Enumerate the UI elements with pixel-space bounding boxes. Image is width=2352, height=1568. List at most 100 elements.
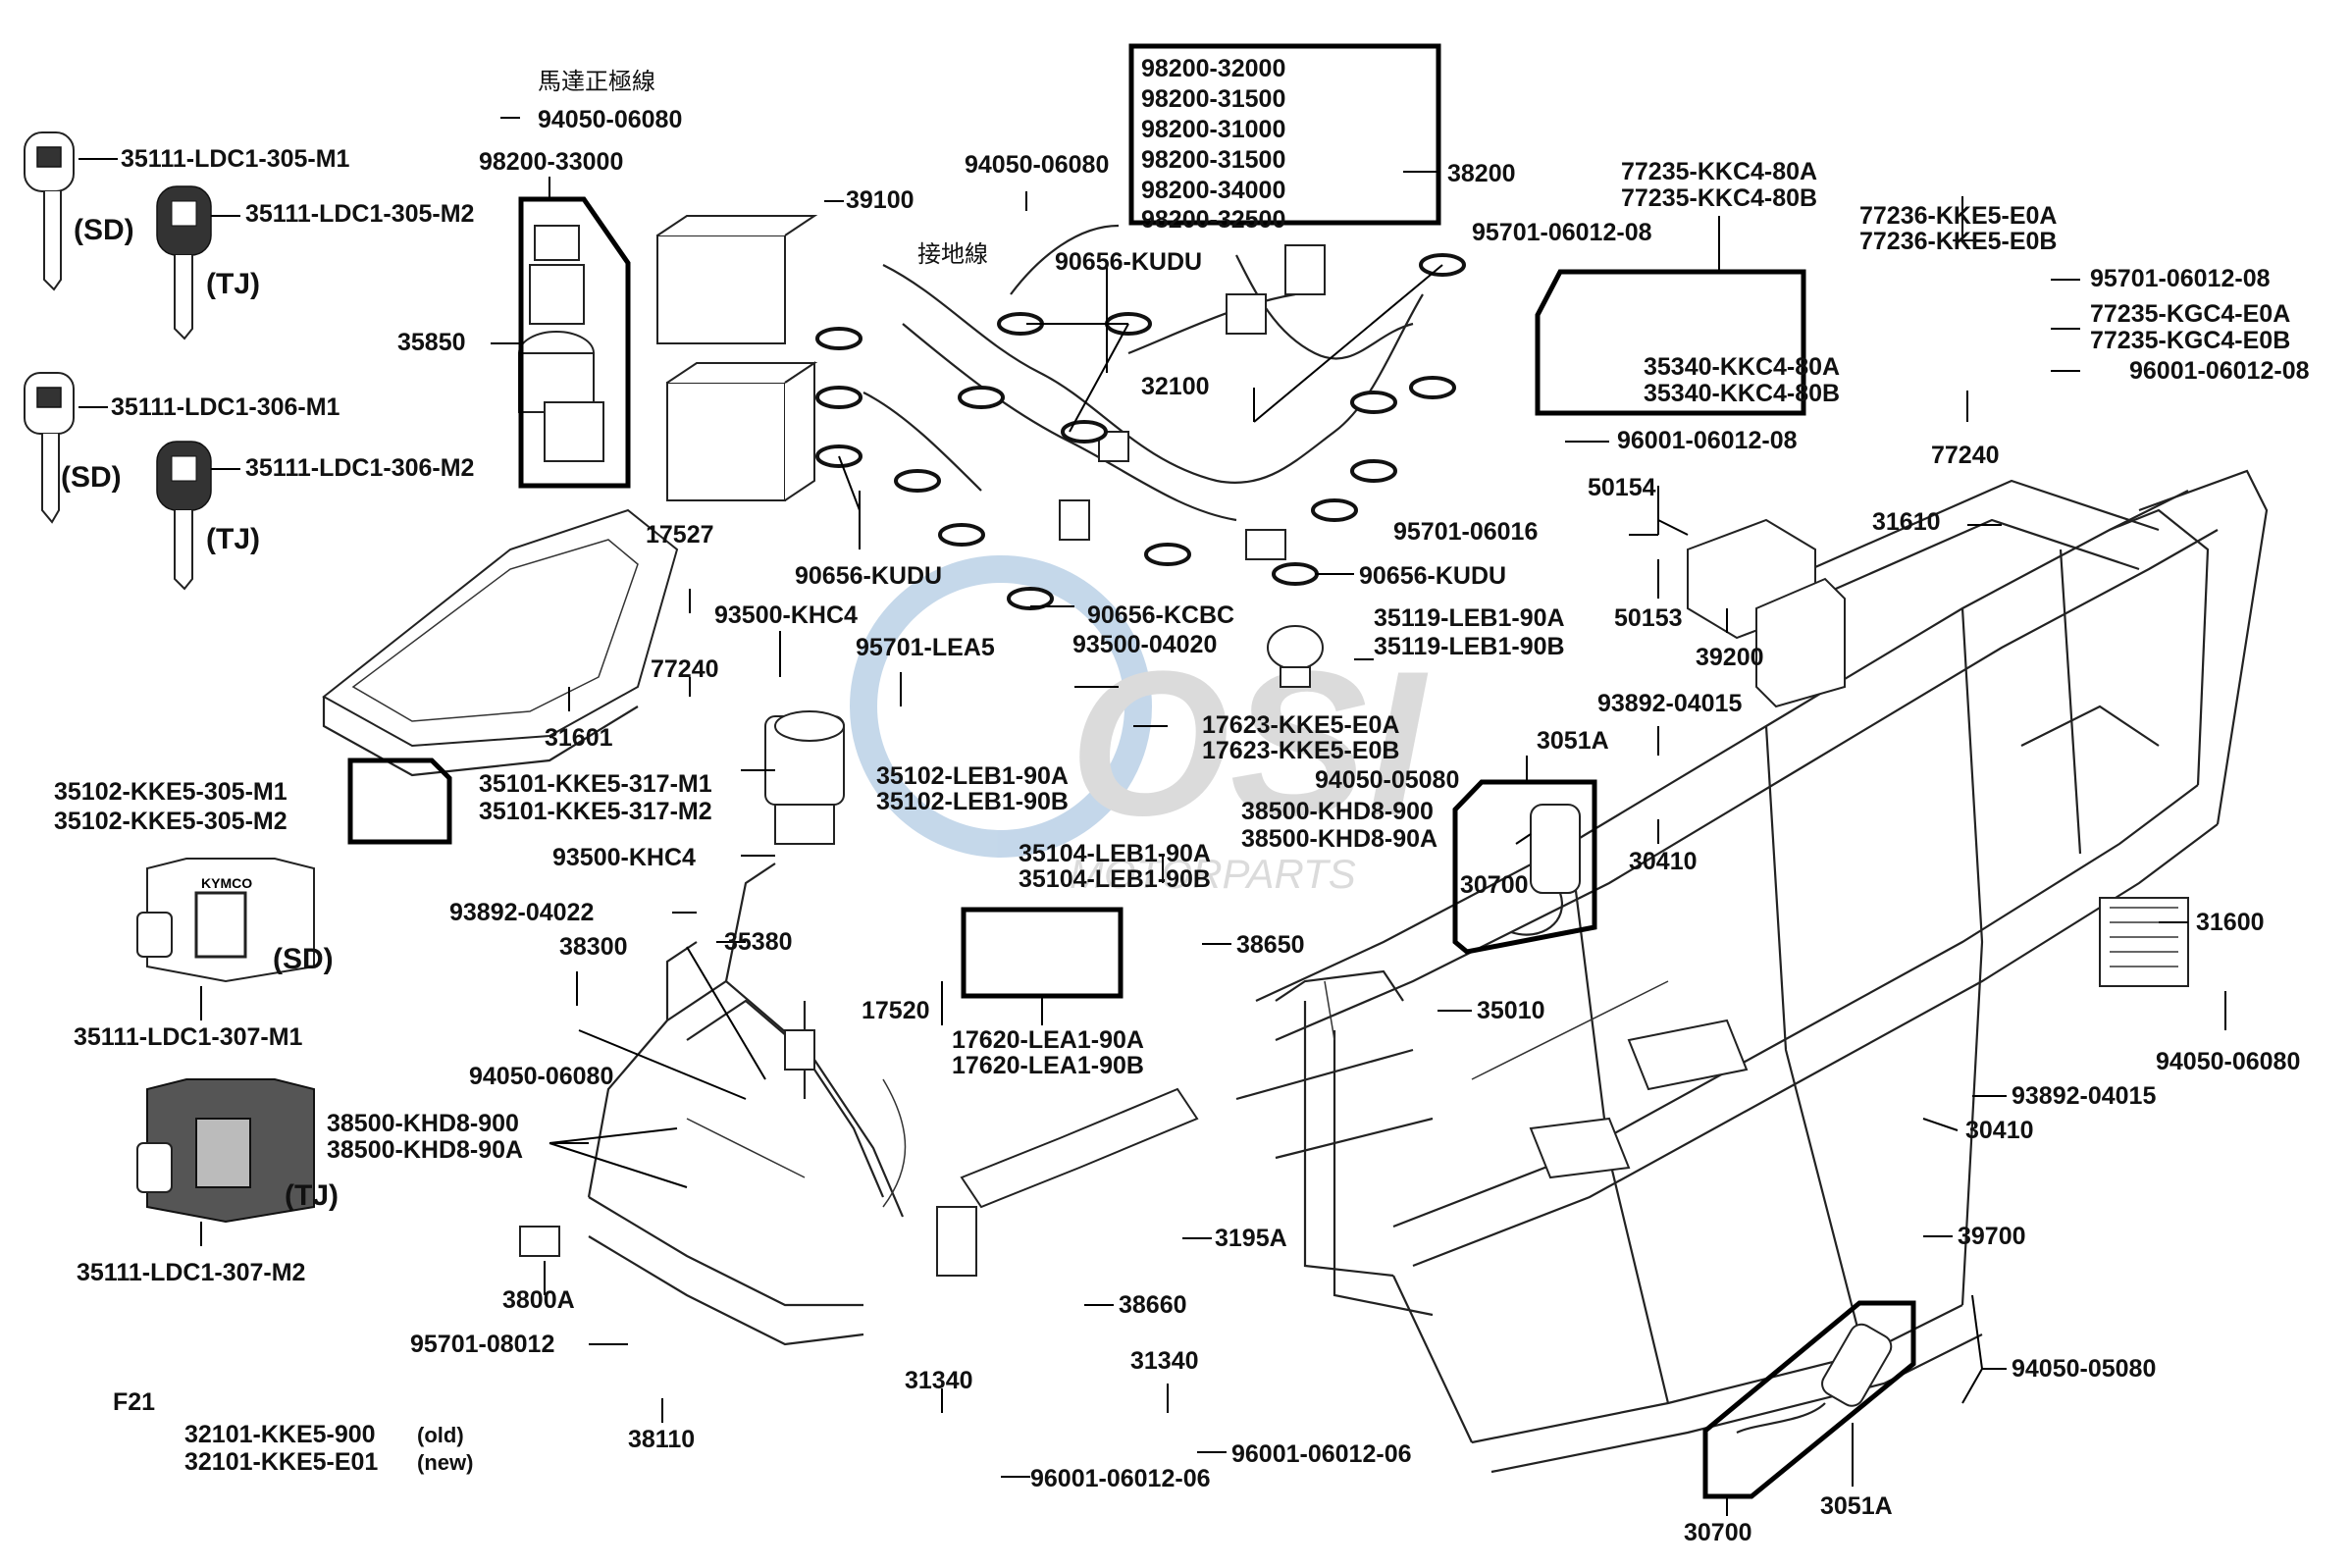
label-tj-2: (TJ) bbox=[206, 523, 260, 555]
front-frame-drawing bbox=[519, 862, 907, 1346]
label-38660: 38660 bbox=[1119, 1291, 1187, 1319]
label-35340-kkc4-80b: 35340-KKC4-80B bbox=[1644, 380, 1841, 407]
key-306-m2-drawing bbox=[156, 441, 212, 591]
label-38110: 38110 bbox=[628, 1426, 696, 1453]
label-90656-kudu-left: 90656-KUDU bbox=[795, 562, 943, 590]
regulator-drawing bbox=[2099, 897, 2189, 987]
label-38500-khd8-900-b: 38500-KHD8-900 bbox=[327, 1110, 519, 1137]
cross-member-drawing bbox=[936, 1087, 1199, 1277]
label-96001-06012-08a: 96001-06012-08 bbox=[2129, 357, 2310, 385]
ignition-coil-bottom-drawing bbox=[1736, 1323, 1893, 1434]
svg-text:OSI: OSI bbox=[1070, 628, 1428, 859]
label-35102-leb1-b: 35102-LEB1-90B bbox=[876, 788, 1069, 815]
label-motor-positive-wire: 馬達正極線 bbox=[538, 69, 655, 95]
label-38200: 38200 bbox=[1447, 160, 1516, 187]
ignition-switch-drawing bbox=[764, 710, 845, 845]
label-35119-a: 35119-LEB1-90A bbox=[1374, 604, 1565, 632]
label-35102-kke5-m2: 35102-KKE5-305-M2 bbox=[54, 808, 287, 835]
label-31610: 31610 bbox=[1872, 508, 1941, 536]
label-93892-04015-a: 93892-04015 bbox=[1597, 690, 1743, 717]
label-32100: 32100 bbox=[1141, 373, 1210, 400]
label-93500-khc4-b: 93500-KHC4 bbox=[552, 844, 696, 871]
label-77240-left: 77240 bbox=[651, 655, 719, 683]
label-39700: 39700 bbox=[1958, 1223, 2026, 1250]
watermark-logo: OSI MOTORPARTS bbox=[850, 555, 1428, 897]
coil-top-box bbox=[1452, 779, 1597, 955]
label-94050-06080-mid: 94050-06080 bbox=[965, 151, 1110, 179]
label-77236-kke5-e0b: 77236-KKE5-E0B bbox=[1859, 228, 2058, 255]
label-3051a-top: 3051A bbox=[1537, 727, 1609, 755]
switch-35102-box bbox=[347, 758, 452, 845]
label-90656-kudu-right: 90656-KUDU bbox=[1359, 562, 1507, 590]
label-35102-kke5-m1: 35102-KKE5-305-M1 bbox=[54, 778, 287, 806]
ignition-coil-top-drawing bbox=[1510, 804, 1581, 936]
label-35850: 35850 bbox=[397, 329, 466, 356]
label-94050-06080-right: 94050-06080 bbox=[2156, 1048, 2301, 1075]
label-95701-lea5: 95701-LEA5 bbox=[856, 634, 995, 661]
label-35102-leb1-a: 35102-LEB1-90A bbox=[876, 762, 1069, 790]
label-77240-right: 77240 bbox=[1931, 442, 2000, 469]
label-31601: 31601 bbox=[545, 724, 613, 752]
label-77235-kkc4-80b: 77235-KKC4-80B bbox=[1621, 184, 1818, 212]
label-39100: 39100 bbox=[846, 186, 915, 214]
label-39200: 39200 bbox=[1696, 644, 1764, 671]
label-30700-bottom: 30700 bbox=[1684, 1519, 1752, 1546]
label-f21: F21 bbox=[113, 1388, 156, 1416]
label-17623-a: 17623-KKE5-E0A bbox=[1202, 711, 1400, 739]
label-35104-b: 35104-LEB1-90B bbox=[1019, 865, 1211, 893]
label-95701-06012-08a: 95701-06012-08 bbox=[1472, 219, 1652, 246]
label-key-307-m2: 35111-LDC1-307-M2 bbox=[77, 1259, 306, 1286]
label-17527: 17527 bbox=[646, 521, 714, 549]
label-35380: 35380 bbox=[724, 928, 793, 956]
label-95701-08012: 95701-08012 bbox=[410, 1331, 555, 1358]
luggage-box-drawing bbox=[322, 508, 679, 777]
label-sd-3: (SD) bbox=[273, 943, 334, 975]
label-93500-04020: 93500-04020 bbox=[1072, 631, 1218, 658]
label-key-306-m2: 35111-LDC1-306-M2 bbox=[245, 454, 475, 482]
label-31340-a: 31340 bbox=[905, 1367, 973, 1394]
label-94050-06080-top: 94050-06080 bbox=[538, 106, 683, 133]
label-key-305-m2: 35111-LDC1-305-M2 bbox=[245, 200, 475, 228]
fuse-group-box bbox=[1128, 43, 1441, 226]
label-fuse-98200-34000: 98200-34000 bbox=[1141, 177, 1286, 204]
label-31340-b: 31340 bbox=[1130, 1347, 1199, 1375]
main-frame-drawing bbox=[1235, 469, 2269, 1474]
label-ground-wire: 接地線 bbox=[917, 241, 988, 268]
label-35101-m1: 35101-KKE5-317-M1 bbox=[479, 770, 712, 798]
label-35010: 35010 bbox=[1477, 997, 1545, 1024]
leader-lines bbox=[78, 117, 2226, 1516]
label-94050-05080-a: 94050-05080 bbox=[1315, 766, 1460, 794]
label-50154: 50154 bbox=[1588, 474, 1656, 501]
label-94050-05080-b: 94050-05080 bbox=[2012, 1355, 2157, 1383]
label-77236-kke5-e0a: 77236-KKE5-E0A bbox=[1859, 202, 2058, 230]
side-stand-switch-box bbox=[1535, 269, 1806, 416]
label-35119-b: 35119-LEB1-90B bbox=[1374, 633, 1565, 660]
label-77235-kgc4-e0a: 77235-KGC4-E0A bbox=[2090, 300, 2291, 328]
harness-clamp-rings bbox=[815, 253, 1466, 610]
label-38650: 38650 bbox=[1236, 931, 1305, 959]
label-32101-kke5-e01: 32101-KKE5-E01 bbox=[184, 1448, 379, 1476]
relay-group-box bbox=[518, 196, 631, 489]
label-30410-a: 30410 bbox=[1629, 848, 1698, 875]
label-35104-a: 35104-LEB1-90A bbox=[1019, 840, 1211, 867]
label-94050-06080-left: 94050-06080 bbox=[469, 1063, 614, 1090]
label-tj-3: (TJ) bbox=[285, 1179, 339, 1212]
label-fuse-98200-31500b: 98200-31500 bbox=[1141, 146, 1286, 174]
label-key-305-m1: 35111-LDC1-305-M1 bbox=[121, 145, 350, 173]
label-sd-2: (SD) bbox=[61, 461, 122, 494]
label-77235-kgc4-e0b: 77235-KGC4-E0B bbox=[2090, 327, 2291, 354]
label-3195a: 3195A bbox=[1215, 1225, 1287, 1252]
watermark-text: MOTORPARTS bbox=[1070, 851, 1356, 897]
label-96001-06012-06a: 96001-06012-06 bbox=[1030, 1465, 1211, 1492]
label-93500-khc4-a: 93500-KHC4 bbox=[714, 601, 858, 629]
label-50153: 50153 bbox=[1614, 604, 1683, 632]
label-38500-khd8-90a-b: 38500-KHD8-90A bbox=[327, 1136, 524, 1164]
label-3051a-bottom: 3051A bbox=[1820, 1492, 1893, 1520]
label-93892-04022: 93892-04022 bbox=[449, 899, 595, 926]
label-35101-m2: 35101-KKE5-317-M2 bbox=[479, 798, 712, 825]
kymco-logo-text: KYMCO bbox=[201, 875, 252, 891]
label-95701-06012-08b: 95701-06012-08 bbox=[2090, 265, 2271, 292]
label-98200-33000: 98200-33000 bbox=[479, 148, 624, 176]
label-fuse-98200-31500a: 98200-31500 bbox=[1141, 85, 1286, 113]
